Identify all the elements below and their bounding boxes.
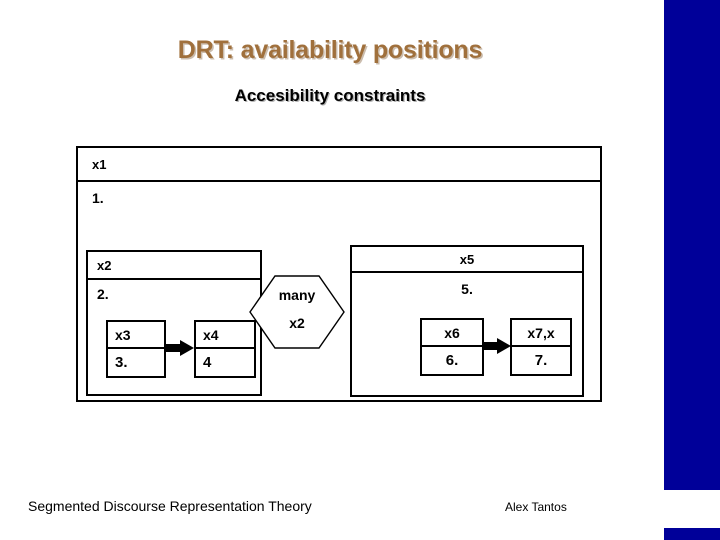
arrow-head (497, 338, 511, 354)
slide-subtitle: Accesibility constraints (234, 86, 426, 105)
referent-cell-x4: x4 4 (194, 320, 256, 378)
referent-cell-x7-condition: 7. (534, 352, 548, 369)
drs-right-condition: 5. (461, 281, 473, 297)
arrow-shaft (483, 342, 499, 350)
arrow-head (180, 340, 194, 356)
drs-left-referents: x2 (97, 257, 112, 273)
referent-cell-x7-referent: x7,x (512, 320, 570, 347)
drs-left-condition: 2. (97, 286, 109, 302)
drs-outer-referents-row: x1 (78, 148, 600, 182)
drs-outer-referents: x1 (92, 156, 107, 172)
referent-cell-x4-referent: x4 (196, 322, 254, 349)
drs-outer-condition: 1. (92, 190, 104, 206)
referent-cell-x3: x3 3. (106, 320, 166, 378)
hexagon-shape-icon (249, 275, 345, 349)
right-arrow-icon-right (483, 338, 511, 354)
drs-right-referents: x5 (459, 251, 475, 267)
referent-cell-x6-condition: 6. (445, 352, 459, 369)
footer-right-text: Alex Tantos (505, 500, 567, 514)
referent-cell-x3-condition: 3. (115, 354, 128, 371)
accent-bar-bottom-right (664, 528, 720, 540)
footer-left-text: Segmented Discourse Representation Theor… (28, 498, 312, 514)
right-arrow-icon-left (166, 340, 194, 356)
drs-outer-conditions-row: 1. x2 2. x3 3. x4 4 (78, 182, 600, 400)
arrow-shaft (166, 344, 182, 352)
referent-cell-x7: x7,x 7. (510, 318, 572, 376)
drs-left-box: x2 2. x3 3. x4 4 (86, 250, 262, 396)
drs-right-conditions-row: 5. x6 6. x7,x 7. (352, 273, 582, 395)
drs-right-box: x5 5. x6 6. x7,x 7. (350, 245, 584, 397)
relation-label-top: many (278, 287, 316, 303)
drs-right-referents-row: x5 (352, 247, 582, 273)
referent-cell-x6-referent: x6 (422, 320, 482, 347)
referent-cell-x3-referent: x3 (108, 322, 164, 349)
drs-left-conditions-row: 2. x3 3. x4 4 (88, 280, 260, 394)
slide-title: DRT: availability positions (177, 36, 483, 64)
referent-cell-x4-condition: 4 (203, 354, 212, 371)
drs-left-referents-row: x2 (88, 252, 260, 280)
relation-hexagon: many x2 (249, 275, 345, 349)
relation-label-bottom: x2 (289, 315, 305, 331)
accent-bar-right (664, 0, 720, 490)
referent-cell-x6: x6 6. (420, 318, 484, 376)
drs-outer-box: x1 1. x2 2. x3 3. x4 4 (76, 146, 602, 402)
